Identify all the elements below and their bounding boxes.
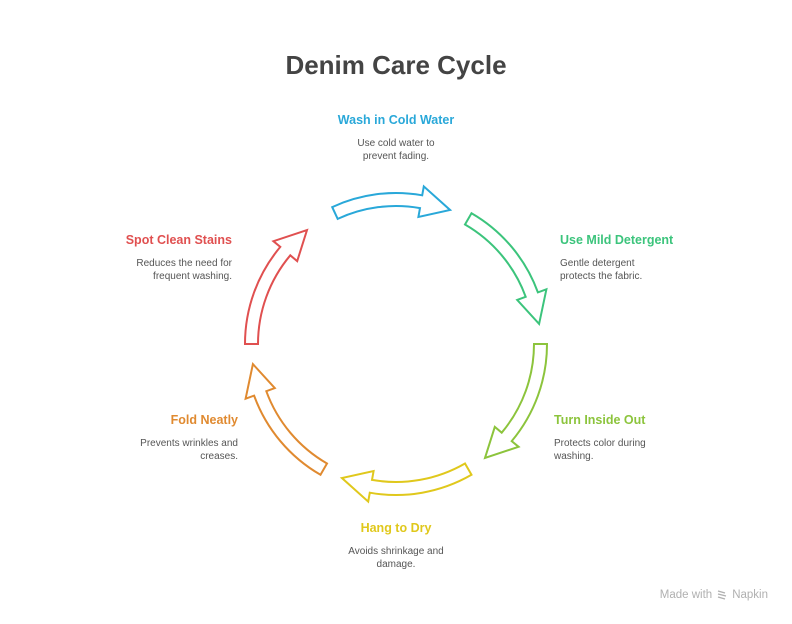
napkin-brand-label: Napkin	[732, 589, 768, 601]
step-description-line: Avoids shrinkage and	[348, 546, 444, 557]
step-heading: Spot Clean Stains	[125, 233, 232, 247]
step-heading: Hang to Dry	[360, 521, 432, 535]
cycle-arrow-hang	[339, 462, 473, 504]
step-hang: Hang to Dry Avoids shrinkage and damage.	[296, 521, 496, 571]
cycle-arrow-spot-clean	[243, 228, 309, 345]
step-description-line: Reduces the need for	[136, 258, 232, 269]
step-heading: Use Mild Detergent	[560, 233, 674, 247]
step-description-line: damage.	[376, 559, 416, 570]
step-description-line: prevent fading.	[362, 151, 430, 162]
cycle-arrow-wash	[330, 184, 453, 221]
step-description-line: Prevents wrinkles and	[140, 438, 238, 449]
napkin-watermark[interactable]: Made with Napkin	[660, 589, 768, 601]
step-description-line: creases.	[200, 451, 238, 462]
step-description-line: Gentle detergent	[560, 258, 635, 269]
cycle-arrow-fold	[244, 361, 329, 477]
step-description-line: Protects color during	[554, 438, 646, 449]
step-inside-out: Turn Inside Out Protects color during wa…	[554, 413, 734, 463]
step-detergent: Use Mild Detergent Gentle detergent prot…	[560, 233, 740, 283]
step-description-line: protects the fabric.	[560, 271, 643, 282]
made-with-label: Made with	[659, 589, 713, 601]
step-spot-clean: Spot Clean Stains Reduces the need for f…	[52, 233, 232, 283]
step-fold: Fold Neatly Prevents wrinkles and crease…	[58, 413, 238, 463]
step-description-line: frequent washing.	[153, 271, 232, 282]
step-wash: Wash in Cold Water Use cold water to pre…	[296, 113, 496, 163]
cycle-arrow-detergent	[463, 211, 548, 327]
step-heading: Fold Neatly	[170, 413, 238, 427]
step-description-line: washing.	[554, 451, 594, 462]
step-description-line: Use cold water to	[357, 138, 435, 149]
napkin-logo-icon	[717, 590, 727, 600]
diagram-title: Denim Care Cycle	[285, 50, 507, 80]
cycle-arrow-inside-out	[483, 343, 549, 460]
step-heading: Turn Inside Out	[554, 413, 646, 427]
step-heading: Wash in Cold Water	[337, 113, 455, 127]
